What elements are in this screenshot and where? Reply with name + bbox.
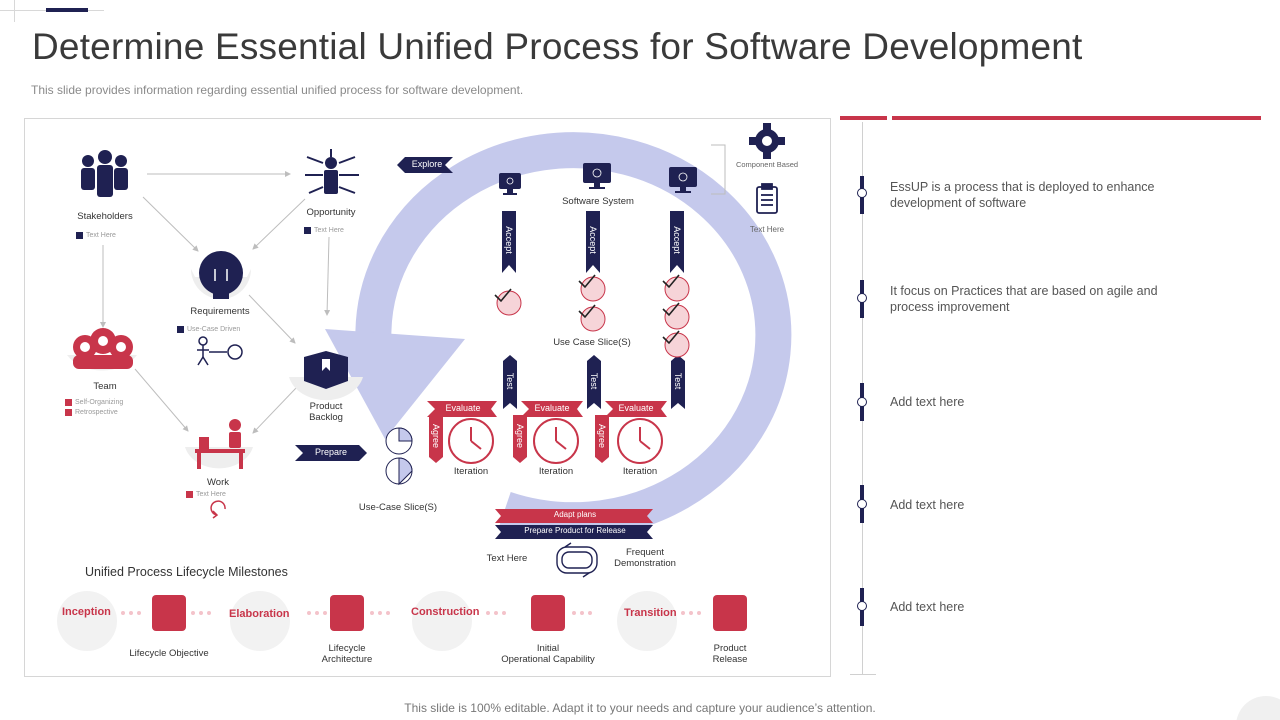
milestone-label: Lifecycle Objective — [129, 648, 209, 659]
gear-icon — [749, 123, 785, 159]
milestone-label: Initial Operational Capability — [501, 643, 595, 665]
explore-tag — [397, 157, 453, 173]
point-text: EssUP is a process that is deployed to e… — [890, 180, 1155, 210]
team-note-2: Retrospective — [65, 409, 118, 416]
evaluate-label: Evaluate — [534, 403, 570, 413]
cycle-arrow-tail — [325, 329, 465, 439]
software-system-label: Software System — [562, 196, 634, 207]
accept-label: Accept — [672, 226, 682, 254]
prepare-tag — [295, 445, 367, 461]
adapt-plans-ribbon — [495, 509, 653, 523]
timeline-end — [850, 674, 876, 675]
adapt-plans-label: Adapt plans — [553, 510, 597, 519]
demonstration-icon — [556, 542, 598, 578]
point-dot — [857, 188, 867, 198]
accept-banners — [502, 211, 684, 273]
text-here-bottom-label: Text Here — [486, 553, 528, 564]
requirements-note: Use-Case Driven — [177, 326, 240, 333]
requirements-label: Requirements — [190, 306, 250, 317]
point-text: It focus on Practices that are based on … — [890, 284, 1158, 314]
opportunity-icon — [305, 149, 359, 194]
phase-elaboration: Elaboration — [229, 608, 290, 620]
opportunity-note: Text Here — [304, 227, 344, 234]
test-label: Test — [673, 372, 683, 390]
work-label: Work — [207, 477, 229, 488]
work-note: Text Here — [186, 491, 226, 498]
agree-label: Agree — [515, 423, 525, 449]
stakeholders-icon — [81, 150, 128, 197]
point-text: Add text here — [890, 600, 965, 614]
lightbulb-icon — [191, 251, 251, 299]
iteration-clocks — [448, 418, 663, 464]
test-label: Test — [505, 372, 515, 390]
agree-banners — [429, 415, 609, 463]
accept-label: Accept — [588, 226, 598, 254]
team-note-1: Self-Organizing — [65, 399, 123, 406]
corner-circle-decoration — [1236, 696, 1280, 720]
point-dot — [857, 601, 867, 611]
agree-label: Agree — [597, 423, 607, 449]
corner-accent — [46, 8, 88, 12]
product-backlog-label: Product Backlog — [309, 401, 343, 423]
footer-note: This slide is 100% editable. Adapt it to… — [404, 701, 876, 715]
stakeholders-label: Stakeholders — [77, 211, 133, 222]
monitor-icon — [499, 163, 697, 195]
phase-transition: Transition — [624, 607, 677, 619]
milestone-timeline — [57, 591, 747, 651]
opportunity-label: Opportunity — [306, 207, 356, 218]
work-icon — [185, 419, 253, 469]
use-case-pies-bottom — [385, 427, 413, 486]
point-text: Add text here — [890, 395, 965, 409]
process-diagram: Stakeholders Text Here Opportunity Text … — [24, 118, 831, 677]
agree-label: Agree — [431, 423, 441, 449]
test-banners — [503, 355, 685, 409]
milestones-title: Unified Process Lifecycle Milestones — [85, 565, 288, 579]
evaluate-ribbons — [427, 401, 667, 417]
use-case-slices-bottom-label: Use-Case Slice(S) — [358, 502, 438, 513]
test-label: Test — [589, 372, 599, 390]
use-case-slices-top-label: Use Case Slice(S) — [553, 337, 631, 348]
evaluate-label: Evaluate — [618, 403, 654, 413]
phase-inception: Inception — [62, 606, 111, 618]
page-title: Determine Essential Unified Process for … — [32, 26, 1083, 67]
frequent-demo-label: Frequent Demonstration — [614, 547, 676, 569]
iteration-label: Iteration — [453, 466, 489, 477]
actor-icon — [197, 336, 243, 366]
refresh-icon — [210, 500, 226, 519]
corner-decoration — [14, 0, 15, 22]
evaluate-label: Evaluate — [445, 403, 481, 413]
point-dot — [857, 397, 867, 407]
right-header-accent — [840, 116, 887, 120]
prepare-label: Prepare — [314, 447, 348, 457]
backlog-icon — [289, 351, 363, 401]
milestone-label: Product Release — [712, 643, 748, 665]
right-header-bar — [892, 116, 1261, 120]
phase-construction: Construction — [411, 606, 480, 618]
milestone-label: Lifecycle Architecture — [321, 643, 373, 665]
prepare-release-ribbon — [495, 525, 653, 539]
use-case-pies-top — [494, 274, 690, 358]
page-subtitle: This slide provides information regardin… — [31, 83, 524, 97]
team-icon — [67, 328, 137, 371]
point-dot — [857, 293, 867, 303]
point-text: Add text here — [890, 498, 965, 512]
clipboard-icon — [756, 183, 778, 214]
point-dot — [857, 499, 867, 509]
doc-note-label: Text Here — [749, 225, 785, 234]
component-based-label: Component Based — [735, 160, 799, 169]
diagram-graphics — [57, 123, 792, 651]
stakeholders-note: Text Here — [76, 232, 116, 239]
accept-label: Accept — [504, 226, 514, 254]
iteration-label: Iteration — [622, 466, 658, 477]
team-label: Team — [93, 381, 117, 392]
iteration-label: Iteration — [538, 466, 574, 477]
explore-label: Explore — [411, 159, 443, 169]
prepare-release-label: Prepare Product for Release — [524, 526, 626, 535]
cycle-arrow — [355, 132, 792, 539]
